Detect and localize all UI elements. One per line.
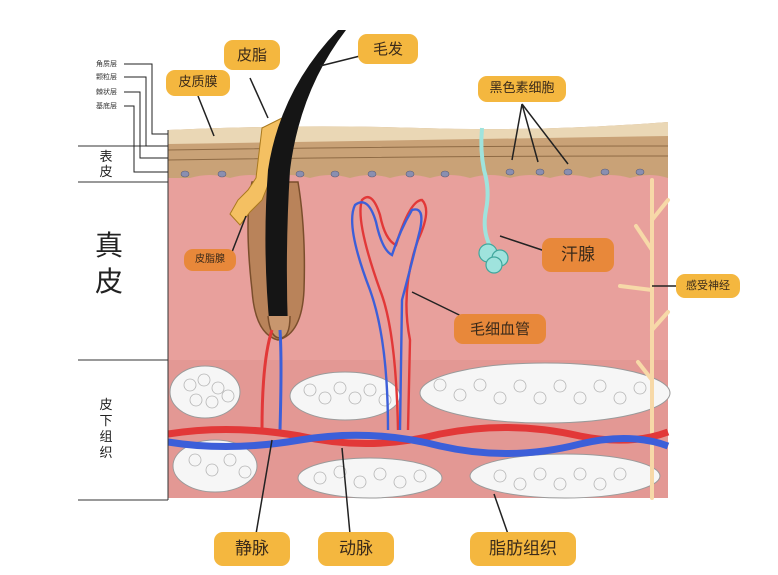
label-sebaceous-gland: 皮脂腺 xyxy=(184,249,236,271)
fat-cluster xyxy=(297,457,443,499)
fat-cluster xyxy=(289,371,401,421)
fat-clusters xyxy=(169,362,671,499)
dermis-label: 真皮 xyxy=(94,229,123,298)
layer-label-corneum: 角质层 xyxy=(96,60,117,68)
fat-cell-pattern xyxy=(183,373,647,491)
vein-horizontal xyxy=(167,431,670,457)
epidermis-label: 表皮 xyxy=(99,150,113,180)
hair-shaft xyxy=(265,30,346,330)
basal-cells xyxy=(180,168,645,178)
layer-leaders xyxy=(124,63,168,173)
section-lines xyxy=(78,130,169,501)
label-vein: 静脉 xyxy=(214,532,290,566)
fat-cluster xyxy=(469,453,661,499)
label-sweat-gland: 汗腺 xyxy=(542,238,614,272)
label-sensory-nerve: 感受神经 xyxy=(676,274,740,298)
label-artery: 动脉 xyxy=(318,532,394,566)
sweat-gland-coil xyxy=(478,243,509,274)
label-sebum: 皮脂 xyxy=(224,40,280,70)
subcutaneous-label: 皮下组织 xyxy=(99,398,113,461)
fat-cluster xyxy=(172,439,258,493)
fat-cluster xyxy=(169,365,241,419)
capillary-vein-loop xyxy=(350,201,423,431)
fat-cluster xyxy=(419,362,671,424)
epidermis-line xyxy=(167,145,669,151)
layer-label-granular: 颗粒层 xyxy=(96,73,117,81)
label-hair: 毛发 xyxy=(358,34,418,64)
label-cuticle-membrane: 皮质膜 xyxy=(166,70,230,96)
label-melanocyte: 黑色素细胞 xyxy=(478,76,566,102)
sensory-nerve xyxy=(618,178,670,500)
label-capillary: 毛细血管 xyxy=(454,314,546,344)
layer-label-spinous: 棘状层 xyxy=(96,88,117,96)
layer-label-basal: 基底层 xyxy=(96,102,117,110)
epidermis-line xyxy=(167,155,669,161)
label-fat-tissue: 脂肪组织 xyxy=(470,532,576,566)
sweat-duct xyxy=(479,127,492,247)
capillary-loops xyxy=(350,195,428,431)
vertical-vessels xyxy=(260,329,283,431)
